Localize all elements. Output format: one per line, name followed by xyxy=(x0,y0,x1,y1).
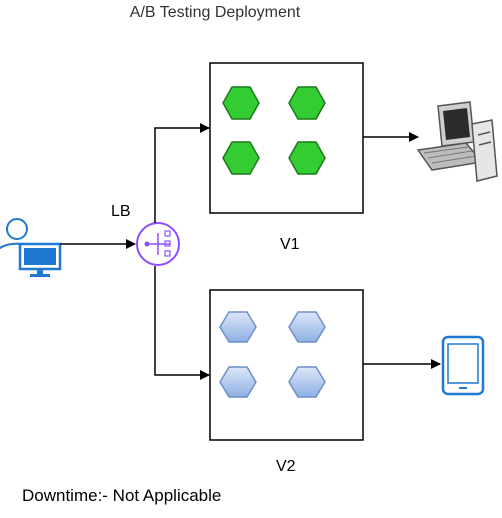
v2-pod-hexagon xyxy=(219,311,257,343)
desktop-computer-icon xyxy=(416,101,498,182)
connector-lb-v2 xyxy=(154,266,210,380)
downtime-note: Downtime:- Not Applicable xyxy=(22,486,222,505)
user-with-monitor-icon xyxy=(0,218,62,277)
v2-pod-hexagon xyxy=(219,366,257,398)
v2-pod-hexagon xyxy=(288,366,326,398)
v1-pod-hexagon xyxy=(288,141,326,175)
v1-label: V1 xyxy=(280,236,300,253)
load-balancer-icon[interactable] xyxy=(136,222,180,266)
v2-pod-hexagon xyxy=(288,311,326,343)
v1-deployment-box[interactable] xyxy=(209,62,364,214)
load-balancer-label: LB xyxy=(111,203,131,220)
mobile-phone-icon xyxy=(441,335,485,396)
v1-pod-hexagon xyxy=(288,86,326,120)
v1-pod-hexagon xyxy=(222,86,260,120)
v2-deployment-box[interactable] xyxy=(209,289,364,441)
v2-label: V2 xyxy=(276,458,296,475)
connector-lb-v1 xyxy=(154,123,210,223)
v1-pod-hexagon xyxy=(222,141,260,175)
diagram-title: A/B Testing Deployment xyxy=(129,4,301,21)
